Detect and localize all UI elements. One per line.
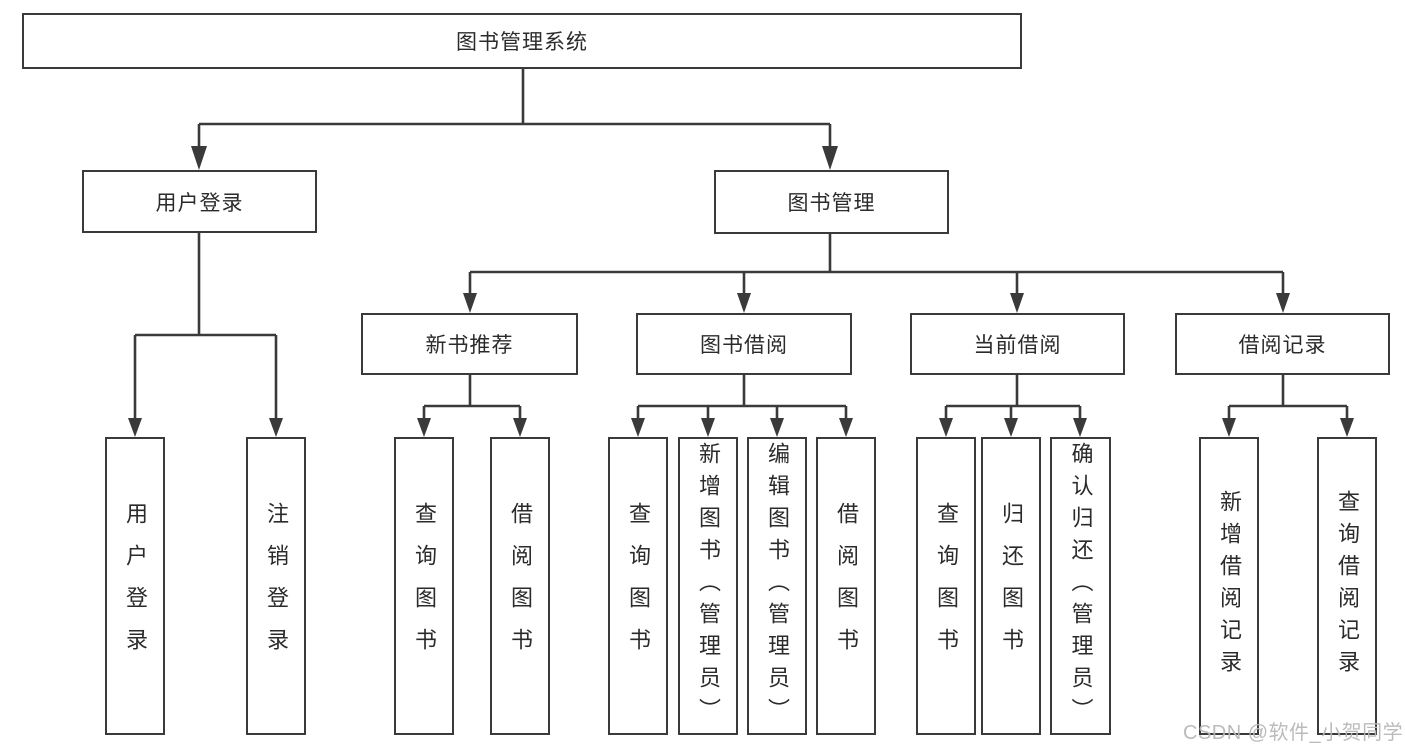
leaf-recommend-query-books: 查询图书 — [394, 437, 454, 735]
leaf-current-query-books: 查询图书 — [916, 437, 976, 735]
connector-book-borrow-children — [631, 375, 853, 437]
leaf-borrow-books: 借阅图书 — [816, 437, 876, 735]
leaf-edit-books-admin: 编辑图书（管理员） — [747, 437, 807, 735]
node-borrow-records: 借阅记录 — [1175, 313, 1390, 375]
leaf-recommend-borrow-books: 借阅图书 — [490, 437, 550, 735]
node-current-borrow: 当前借阅 — [910, 313, 1125, 375]
connector-current-borrow-children — [939, 375, 1087, 437]
leaf-query-borrow-record: 查询借阅记录 — [1317, 437, 1377, 735]
leaf-logout: 注销登录 — [246, 437, 306, 735]
leaf-confirm-return-admin: 确认归还（管理员） — [1050, 437, 1111, 735]
leaf-borrow-query-books: 查询图书 — [608, 437, 668, 735]
connector-new-book-recommend-children — [417, 375, 527, 437]
node-library-management-system: 图书管理系统 — [22, 13, 1022, 69]
node-book-borrow: 图书借阅 — [636, 313, 852, 375]
leaf-add-borrow-record: 新增借阅记录 — [1199, 437, 1259, 735]
node-user-login: 用户登录 — [82, 170, 317, 233]
node-book-management: 图书管理 — [714, 170, 949, 234]
connector-user-login-children — [128, 233, 283, 437]
connector-borrow-records-children — [1222, 375, 1354, 437]
connector-book-management-children — [463, 234, 1290, 313]
connector-root-to-level2 — [191, 69, 838, 170]
node-new-book-recommend: 新书推荐 — [361, 313, 578, 375]
leaf-add-books-admin: 新增图书（管理员） — [678, 437, 738, 735]
leaf-return-books: 归还图书 — [981, 437, 1041, 735]
csdn-watermark: CSDN @软件_小贺同学 — [1183, 722, 1404, 744]
leaf-user-login: 用户登录 — [105, 437, 165, 735]
